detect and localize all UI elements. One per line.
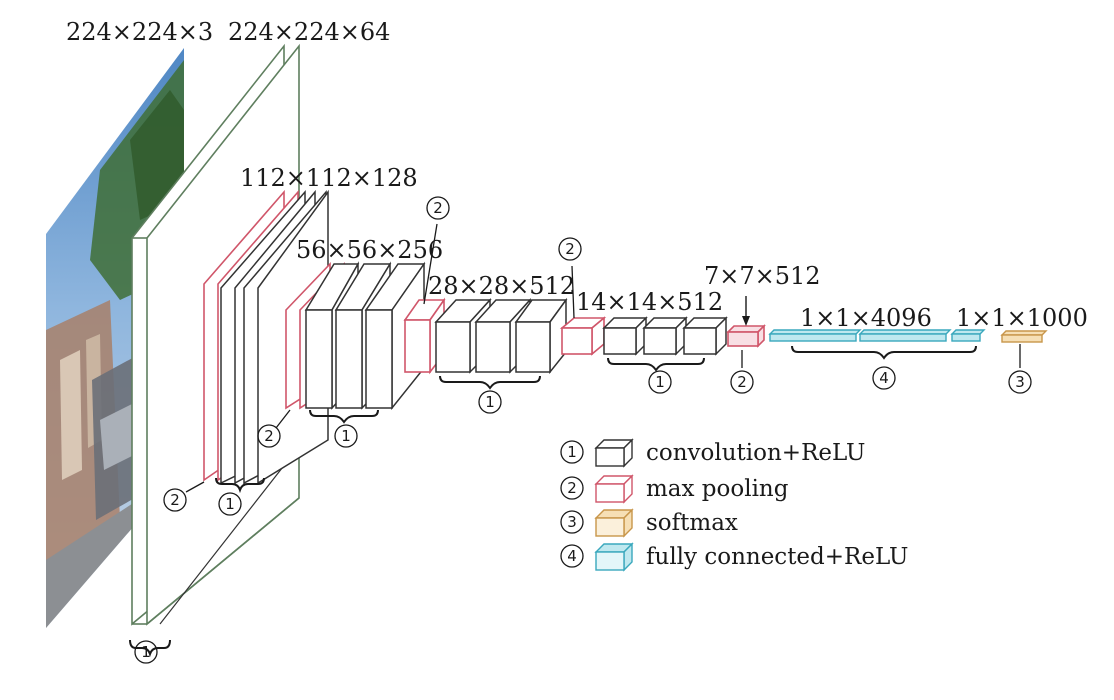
svg-text:2: 2: [264, 427, 274, 445]
svg-text:max pooling: max pooling: [646, 476, 789, 502]
label-conv4: 28×28×512: [428, 272, 575, 300]
svg-text:2: 2: [565, 240, 575, 258]
leader-lines: [185, 223, 1021, 493]
legend-item-pool: 2 max pooling: [560, 474, 789, 504]
svg-text:2: 2: [567, 479, 577, 497]
pool5-arrowhead: [742, 316, 750, 326]
marker-fc: 4: [872, 366, 896, 390]
conv4-block: [434, 297, 568, 375]
conv5-block: [602, 316, 728, 356]
marker-softmax: 3: [1008, 370, 1032, 394]
label-input: 224×224×3: [66, 18, 213, 46]
svg-text:2: 2: [433, 199, 443, 217]
legend-item-fc: 4 fully connected+ReLU: [560, 542, 908, 572]
svg-text:4: 4: [879, 369, 889, 387]
svg-text:4: 4: [567, 547, 577, 565]
label-pool5: 7×7×512: [704, 262, 821, 290]
marker-pool2: 2: [257, 424, 281, 448]
marker-conv3: 1: [334, 424, 358, 448]
conv1-leader: [159, 439, 305, 625]
pool5-block: [726, 324, 766, 348]
marker-pool5: 2: [730, 370, 754, 394]
svg-text:1: 1: [341, 427, 351, 445]
svg-text:1: 1: [141, 643, 151, 661]
legend-item-conv: 1 convolution+ReLU: [560, 438, 865, 468]
softmax-block: [1000, 330, 1048, 343]
label-conv2: 112×112×128: [240, 164, 418, 192]
braces: [129, 345, 977, 658]
conv3-block: [304, 261, 426, 411]
marker-conv4: 1: [478, 390, 502, 414]
markers: 1 2 1 2 1 2 1 2: [134, 196, 1032, 664]
svg-text:2: 2: [737, 373, 747, 391]
pool4-block: [559, 316, 607, 356]
label-softmax: 1×1×1000: [956, 304, 1088, 332]
fc-block: [768, 329, 986, 342]
svg-text:3: 3: [1015, 373, 1025, 391]
label-conv3: 56×56×256: [296, 236, 443, 264]
marker-conv2: 1: [218, 492, 242, 516]
legend: 1 convolution+ReLU 2 max pooling 3: [560, 438, 908, 572]
svg-text:2: 2: [170, 491, 180, 509]
legend-item-softmax: 3 softmax: [560, 508, 738, 538]
svg-text:1: 1: [655, 373, 665, 391]
marker-pool4: 2: [558, 237, 582, 261]
svg-text:1: 1: [485, 393, 495, 411]
svg-text:fully connected+ReLU: fully connected+ReLU: [646, 544, 908, 570]
label-fc: 1×1×4096: [800, 304, 932, 332]
svg-text:3: 3: [567, 513, 577, 531]
svg-text:convolution+ReLU: convolution+ReLU: [646, 440, 865, 466]
svg-text:1: 1: [225, 495, 235, 513]
marker-conv5: 1: [648, 370, 672, 394]
svg-text:softmax: softmax: [646, 510, 738, 536]
marker-pool1: 2: [163, 488, 187, 512]
marker-pool3: 2: [426, 196, 450, 220]
label-conv1: 224×224×64: [228, 18, 390, 46]
svg-text:1: 1: [567, 443, 577, 461]
marker-conv1: 1: [134, 640, 158, 664]
label-conv5: 14×14×512: [576, 288, 723, 316]
